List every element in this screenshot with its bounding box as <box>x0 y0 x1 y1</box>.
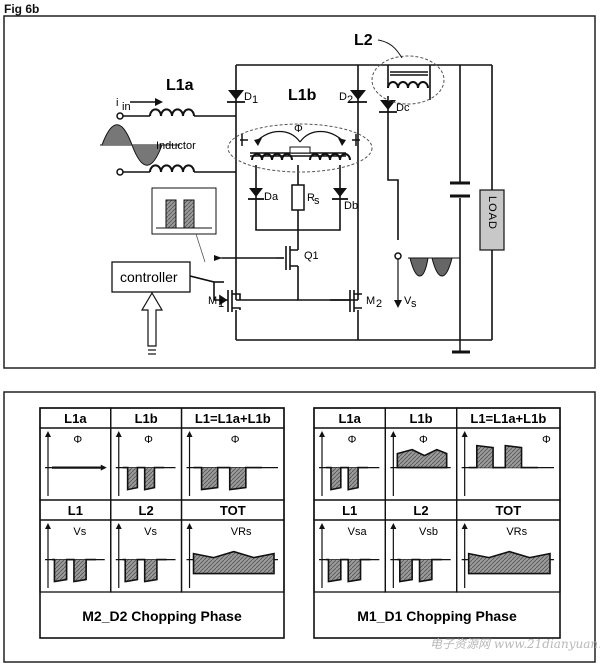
d2-label: D <box>339 91 347 103</box>
load-label: LOAD <box>486 196 498 230</box>
mosfet-m1 <box>219 290 241 312</box>
waveform-symbol: Φ <box>419 434 428 446</box>
vs-sub-label: s <box>411 298 417 310</box>
waveform-symbol: Vsa <box>348 526 368 538</box>
table-header-cell: TOT <box>220 503 246 518</box>
table-header-cell: L1=L1a+L1b <box>470 411 546 426</box>
waveform-symbol: Φ <box>231 434 240 446</box>
diode-d1 <box>227 90 245 103</box>
diode-d2 <box>349 90 367 103</box>
table-header-cell: L1 <box>342 503 357 518</box>
lower-frame <box>3 391 596 663</box>
controller-label: controller <box>120 269 178 285</box>
table-header-cell: L2 <box>139 503 154 518</box>
m1-sub-label: 1 <box>218 298 224 310</box>
db-label: Db <box>344 200 358 212</box>
vs-label: V <box>404 295 412 307</box>
iin-sub-label: in <box>122 101 131 113</box>
l1a-label: L1a <box>166 77 194 94</box>
circuit-frame <box>3 15 596 369</box>
sine-wave-icon <box>100 124 180 166</box>
dc-label: Dc <box>396 102 410 114</box>
inductor-text: Inductor <box>156 140 196 152</box>
waveform-symbol: Φ <box>542 434 551 446</box>
m1-label: M <box>208 295 217 307</box>
waveform-symbol: VRs <box>231 526 252 538</box>
resistor-rs <box>291 184 305 211</box>
table-header-cell: L1 <box>68 503 83 518</box>
waveform-symbol: Φ <box>73 434 82 446</box>
l2-outline <box>371 55 445 105</box>
m2-label: M <box>366 295 375 307</box>
inductor-coil-bottom <box>149 164 195 173</box>
d1-sub-label: 1 <box>252 94 258 106</box>
phase-title: M2_D2 Chopping Phase <box>82 608 242 624</box>
vs-waveform-icon <box>408 257 460 277</box>
l1b-label: L1b <box>288 87 317 104</box>
output-capacitor <box>450 181 470 198</box>
diode-da <box>248 188 264 200</box>
phase-title: M1_D1 Chopping Phase <box>357 608 517 624</box>
table-header-cell: L1b <box>409 411 432 426</box>
inductor-coil-top <box>149 108 195 117</box>
waveform-symbol: Vs <box>144 526 157 538</box>
load-box <box>479 189 505 251</box>
waveform-symbol: Vsb <box>419 526 438 538</box>
input-terminal-bottom <box>116 168 124 176</box>
mosfet-m2 <box>346 290 362 312</box>
m2-sub-label: 2 <box>376 298 382 310</box>
input-terminal-top <box>116 112 124 120</box>
watermark: 电子资源网 www.21dianyuan.com <box>430 637 600 651</box>
iin-label: i <box>116 97 118 109</box>
table-header-cell: L1a <box>64 411 87 426</box>
vs-node <box>394 252 402 260</box>
controller-input-arrow-icon <box>140 291 164 355</box>
d2-sub-label: 2 <box>347 94 353 106</box>
waveform-symbol: Φ <box>348 434 357 446</box>
waveform-symbol: Φ <box>144 434 153 446</box>
table-header-cell: L1b <box>135 411 158 426</box>
waveform-symbol: VRs <box>506 526 527 538</box>
d1-label: D <box>244 91 252 103</box>
coupled-inductor-outline <box>227 123 373 173</box>
table-header-cell: L1a <box>338 411 361 426</box>
table-header-cell: L2 <box>413 503 428 518</box>
rs-sub-label: s <box>314 195 320 207</box>
table-header-cell: L1=L1a+L1b <box>195 411 271 426</box>
q1-label: Q1 <box>304 250 319 262</box>
waveform-symbol: Vs <box>73 526 86 538</box>
diode-dc <box>379 100 397 113</box>
phi-label: Φ <box>294 123 303 135</box>
rs-label: R <box>307 192 315 204</box>
figure-label: Fig 6b <box>4 2 40 16</box>
table-header-cell: TOT <box>495 503 521 518</box>
da-label: Da <box>264 191 279 203</box>
controller-box <box>111 261 191 293</box>
l2-label: L2 <box>354 32 373 49</box>
diode-db <box>332 188 348 200</box>
mosfet-q1 <box>276 245 299 270</box>
